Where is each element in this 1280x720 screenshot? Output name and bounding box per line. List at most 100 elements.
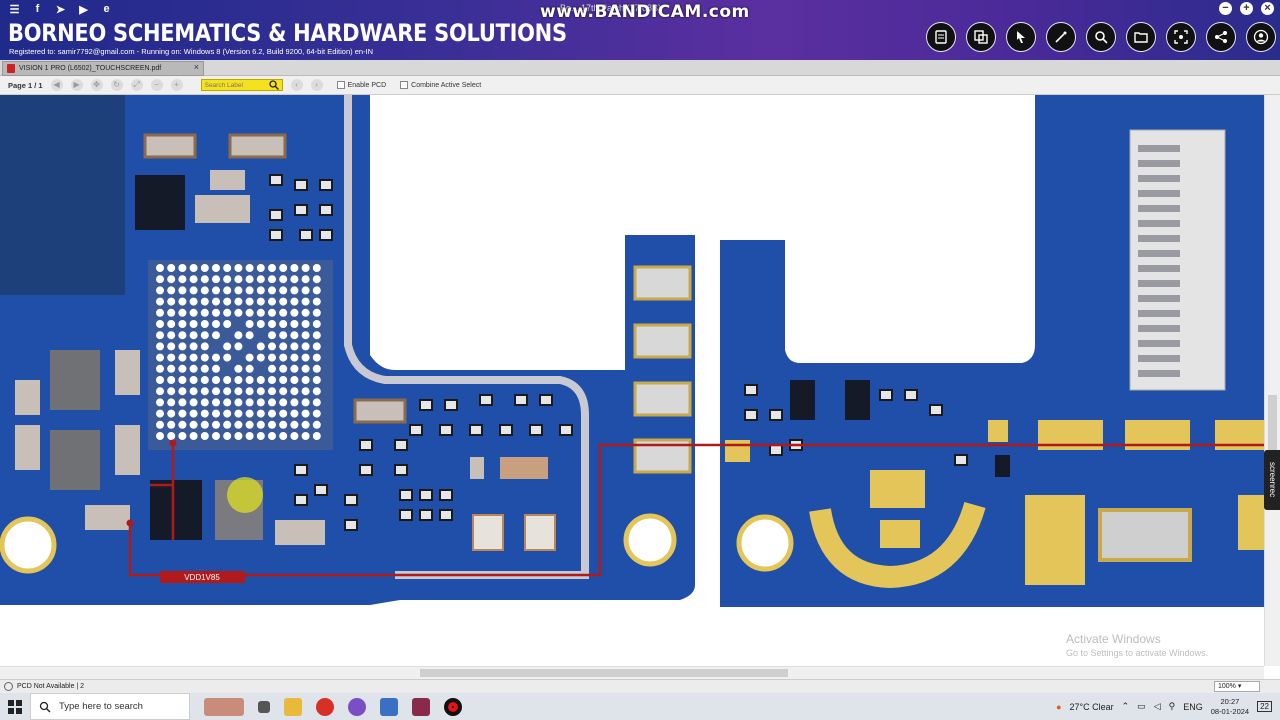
bga-ball (156, 420, 164, 429)
bandicam-record-icon[interactable] (444, 697, 462, 716)
close-icon[interactable]: × (1261, 2, 1274, 15)
facebook-icon[interactable]: f (35, 3, 40, 15)
bga-ball (245, 353, 254, 362)
network-icon[interactable]: ▭ (1137, 701, 1146, 711)
zoom-value: 100% (1218, 683, 1236, 690)
search-next-icon[interactable]: › (310, 79, 323, 91)
smd-component (439, 489, 453, 501)
ruler-app-icon[interactable] (380, 697, 398, 716)
bga-ball (268, 297, 276, 306)
share-button[interactable] (1206, 22, 1236, 52)
search-input[interactable] (204, 81, 267, 89)
bga-ball (312, 420, 321, 429)
language-indicator[interactable]: ENG (1183, 701, 1203, 712)
capacitor (470, 457, 484, 479)
tab-close-icon[interactable]: × (193, 62, 199, 72)
bga-ball (301, 409, 310, 418)
enable-pcd-checkbox[interactable]: Enable PCD (336, 81, 386, 89)
pcb-canvas[interactable]: VDD1V85 (0, 95, 1264, 666)
browser-icon[interactable]: e (103, 3, 110, 15)
pdf-icon (7, 64, 15, 73)
bga-ball (223, 275, 232, 284)
chrome-icon[interactable] (316, 697, 334, 716)
minimize-icon[interactable]: − (1219, 2, 1232, 15)
prev-page-icon[interactable]: ◀ (50, 79, 63, 91)
horizontal-scroll-thumb[interactable] (420, 669, 788, 677)
fit-icon[interactable]: ⤢ (130, 79, 143, 91)
viber-icon[interactable] (348, 697, 366, 716)
menu-icon[interactable]: ☰ (9, 3, 20, 16)
bga-ball (312, 398, 321, 407)
app-header: ☰ f ➤ ▶ e Bo... 17th Patch (17.08B) www.… (0, 0, 1280, 60)
share-icon (1215, 31, 1227, 43)
vertical-scroll-thumb[interactable] (1268, 395, 1277, 455)
bga-ball (167, 409, 176, 418)
volume-icon[interactable]: ◁ (1153, 701, 1161, 711)
document-tab[interactable]: VISION 1 PRO (L6502)_TOUCHSCREEN.pdf × (2, 61, 204, 76)
telegram-icon[interactable]: ➤ (55, 3, 66, 16)
magic-button[interactable] (1046, 22, 1076, 52)
bga-ball (156, 308, 164, 317)
mic-icon[interactable]: ⚲ (1168, 701, 1176, 711)
task-view-icon[interactable] (258, 700, 270, 713)
maximize-icon[interactable]: + (1240, 2, 1253, 15)
bga-ball (189, 376, 198, 384)
youtube-icon[interactable]: ▶ (79, 3, 88, 16)
zoom-in-icon[interactable]: + (170, 79, 183, 91)
capture-button[interactable] (1166, 22, 1196, 52)
bga-ball (268, 409, 276, 418)
activate-subtitle: Go to Settings to activate Windows. (1066, 648, 1209, 658)
start-button[interactable] (0, 693, 30, 720)
bga-ball (312, 264, 321, 272)
combine-active-select-box[interactable] (400, 81, 409, 89)
bga-ball (312, 320, 321, 328)
smd-component (529, 424, 543, 436)
select-button[interactable] (1006, 22, 1036, 52)
weather-text[interactable]: 27°C Clear (1069, 701, 1114, 712)
search-icon[interactable] (268, 80, 279, 90)
rotate-icon[interactable]: ↻ (110, 79, 123, 91)
combine-active-select-checkbox[interactable]: Combine Active Select (400, 81, 481, 89)
bga-ball (234, 364, 243, 373)
zoom-button[interactable] (1086, 22, 1116, 52)
bga-ball (156, 342, 164, 351)
bga-ball (212, 264, 220, 272)
move-icon[interactable]: ✥ (90, 79, 103, 91)
taskbar-search[interactable]: Type here to search (30, 693, 190, 720)
next-page-icon[interactable]: ▶ (70, 79, 83, 91)
magnifier-icon (1095, 31, 1108, 44)
window-controls: − + × (1219, 2, 1274, 15)
bga-ball (156, 387, 164, 396)
bga-ball (223, 320, 232, 328)
bga-ball (234, 432, 243, 440)
notes-button[interactable] (926, 22, 956, 52)
bga-ball (156, 320, 164, 328)
avatar-app-icon[interactable] (204, 697, 244, 716)
screenrec-tab[interactable]: screenrec (1264, 450, 1280, 510)
bga-ball (200, 364, 209, 373)
horizontal-scrollbar[interactable] (0, 666, 1264, 679)
enable-pcd-box[interactable] (336, 81, 345, 89)
bga-ball (301, 398, 310, 407)
chevron-up-icon[interactable]: ⌃ (1121, 701, 1130, 711)
winrar-icon[interactable] (412, 697, 430, 716)
clock[interactable]: 20:27 08-01-2024 (1211, 697, 1249, 717)
vertical-scrollbar[interactable] (1264, 95, 1280, 666)
bga-ball (290, 420, 299, 429)
capacitor (275, 520, 325, 545)
mounting-hole (623, 513, 677, 567)
zoom-out-icon[interactable]: − (150, 79, 163, 91)
notification-icon[interactable]: 22 (1257, 701, 1272, 712)
smd-component (294, 464, 308, 476)
account-button[interactable] (1246, 22, 1276, 52)
ic-chip (845, 380, 870, 420)
zoom-select[interactable]: 100% ▾ (1214, 681, 1260, 692)
bga-ball (256, 342, 265, 351)
search-prev-icon[interactable]: ‹ (290, 79, 303, 91)
net-trace (128, 443, 1264, 577)
status-text: PCD Not Available | 2 (17, 683, 85, 690)
file-explorer-icon[interactable] (284, 697, 302, 716)
folder-button[interactable] (1126, 22, 1156, 52)
bga-ball (212, 308, 220, 317)
copy-button[interactable] (966, 22, 996, 52)
